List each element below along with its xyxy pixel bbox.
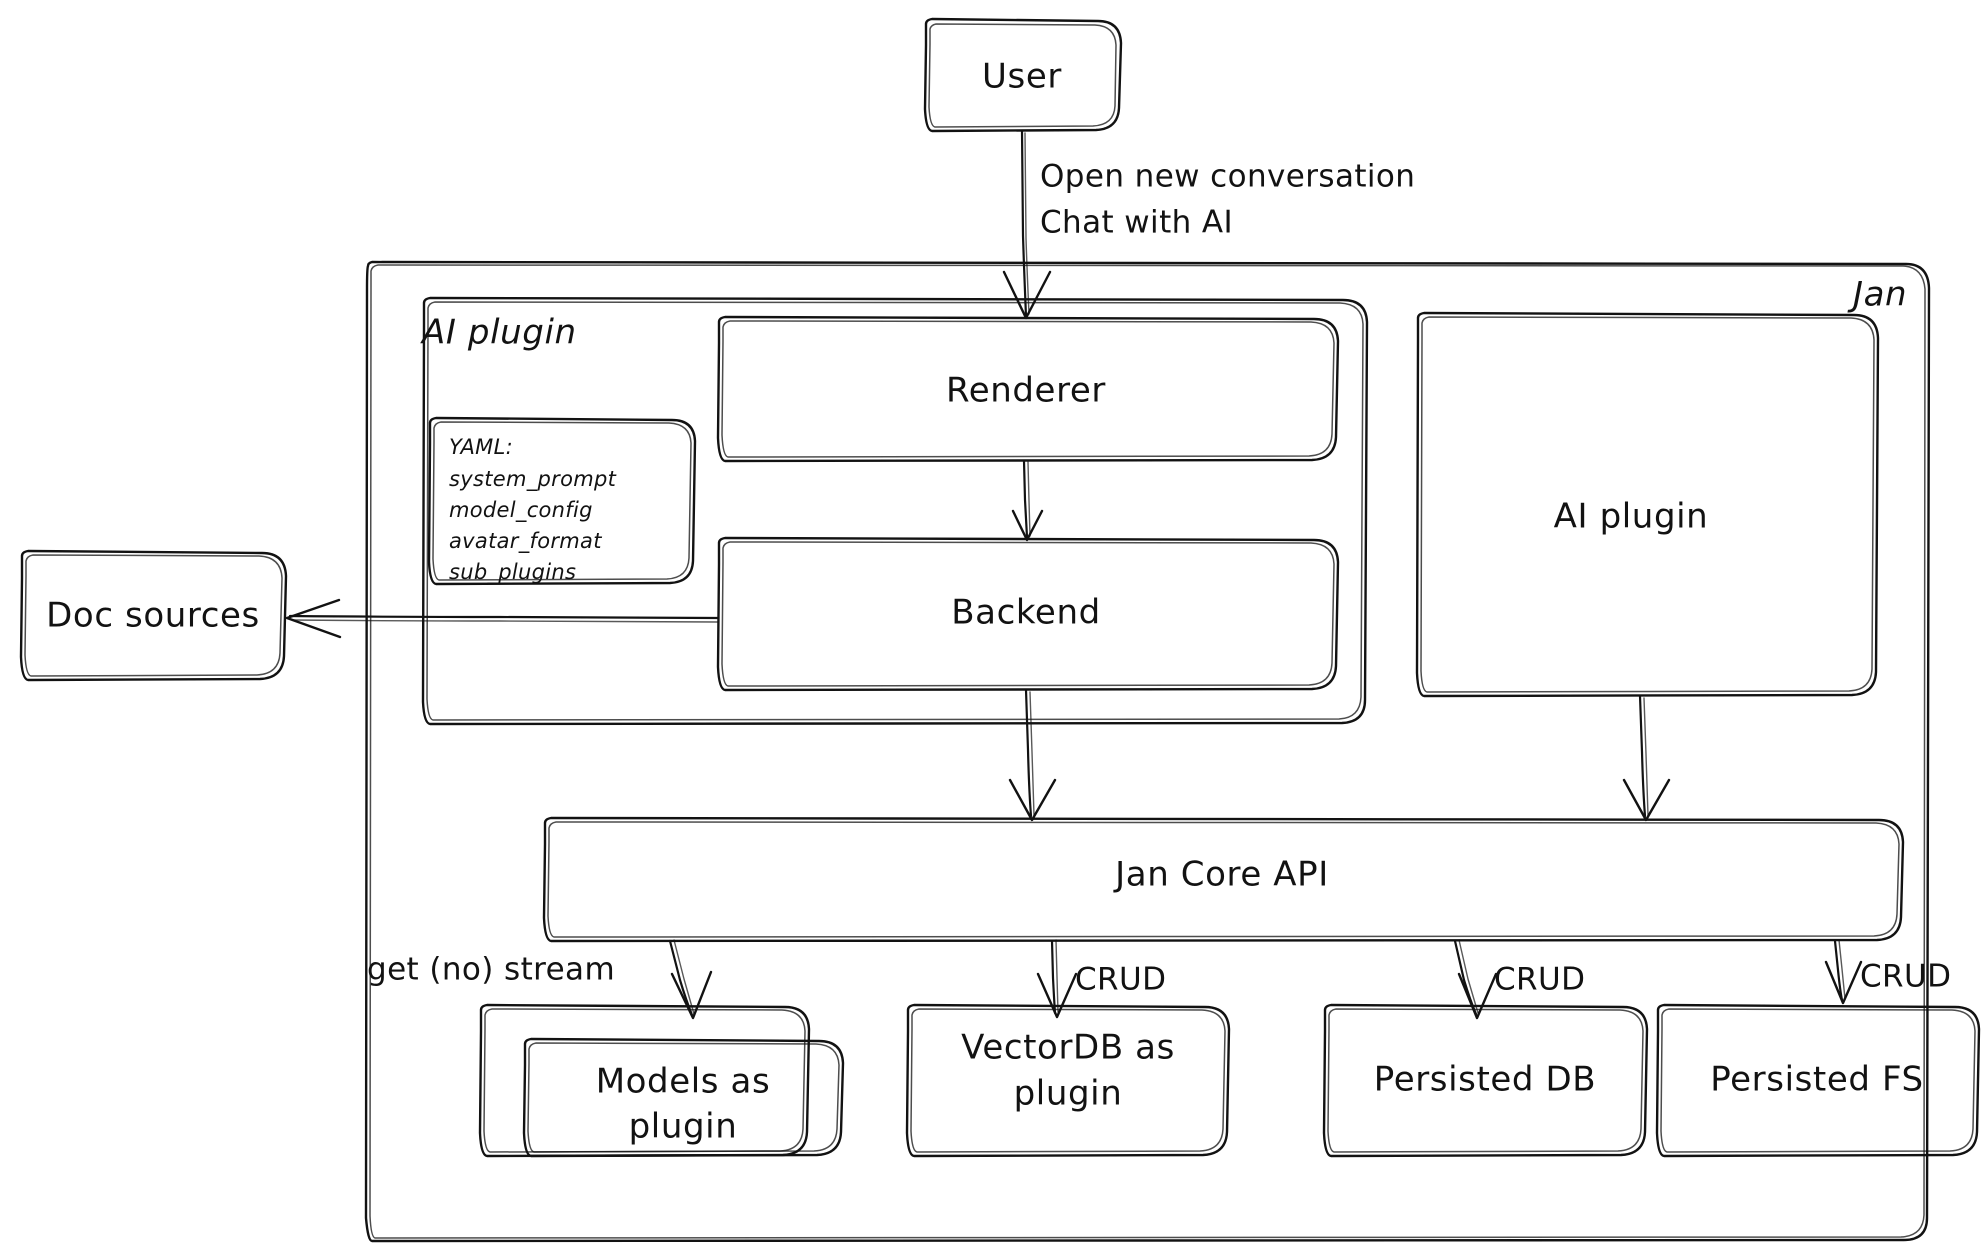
- edge-ai-plugin-to-jan-core-api: [1622, 694, 1671, 822]
- node-doc-sources-label: Doc sources: [46, 596, 260, 636]
- node-vectordb-as-plugin-label-line1: VectorDB as: [961, 1028, 1175, 1068]
- node-ai-plugin-label: AI plugin: [1554, 497, 1709, 537]
- node-persisted-db[interactable]: Persisted DB: [1322, 1003, 1649, 1158]
- container-jan-label: Jan: [1847, 275, 1907, 315]
- edge-backend-to-jan-core-api: [1008, 688, 1057, 822]
- yaml-item-model-config: model_config: [449, 498, 593, 523]
- node-backend[interactable]: Backend: [716, 536, 1340, 692]
- node-user-label: User: [982, 57, 1062, 97]
- node-persisted-fs[interactable]: Persisted FS: [1655, 1003, 1981, 1158]
- node-persisted-db-label: Persisted DB: [1374, 1060, 1596, 1100]
- node-models-as-plugin-label-line2: plugin: [629, 1107, 738, 1147]
- node-models-as-plugin-label-line1: Models as: [596, 1062, 771, 1102]
- node-jan-core-api-label: Jan Core API: [1113, 855, 1329, 895]
- node-renderer-label: Renderer: [946, 371, 1106, 411]
- edge-label-crud-vectordb: CRUD: [1075, 962, 1166, 998]
- container-ai-plugin-group: AI plugin: [420, 296, 1369, 726]
- edge-label-user-to-renderer-line2: Chat with AI: [1040, 205, 1233, 241]
- edge-jan-core-api-to-persisted-fs: CRUD: [1824, 939, 1951, 1005]
- node-ai-plugin[interactable]: AI plugin: [1415, 311, 1880, 698]
- edge-renderer-to-backend: [1011, 459, 1044, 542]
- yaml-item-avatar-format: avatar_format: [449, 529, 602, 554]
- node-backend-label: Backend: [951, 593, 1101, 633]
- edge-label-user-to-renderer-line1: Open new conversation: [1040, 159, 1415, 195]
- container-ai-plugin-group-label: AI plugin: [420, 313, 577, 353]
- edge-label-get-no-stream: get (no) stream: [367, 952, 615, 988]
- container-jan: Jan: [364, 260, 1931, 1243]
- yaml-item-system-prompt: system_prompt: [449, 467, 617, 492]
- node-models-as-plugin[interactable]: Models as plugin: [478, 1003, 845, 1158]
- edge-jan-core-api-to-vectordb: CRUD: [1036, 939, 1166, 1019]
- yaml-item-sub-plugins: sub_plugins: [449, 560, 576, 585]
- node-jan-core-api[interactable]: Jan Core API: [542, 816, 1905, 943]
- node-doc-sources[interactable]: Doc sources: [19, 549, 288, 682]
- edge-label-crud-persisted-fs: CRUD: [1860, 959, 1951, 995]
- node-vectordb-as-plugin-label-line2: plugin: [1014, 1074, 1123, 1114]
- edge-label-crud-persisted-db: CRUD: [1494, 962, 1585, 998]
- card-yaml-config: YAML: system_prompt model_config avatar_…: [427, 416, 697, 586]
- edge-jan-core-api-to-models: get (no) stream: [367, 939, 713, 1020]
- edge-jan-core-api-to-persisted-db: CRUD: [1453, 939, 1585, 1020]
- edge-backend-to-doc-sources: [285, 598, 720, 639]
- edge-user-to-renderer: Open new conversation Chat with AI: [1002, 129, 1415, 320]
- node-vectordb-as-plugin[interactable]: VectorDB as plugin: [905, 1003, 1231, 1158]
- yaml-title: YAML:: [449, 435, 513, 459]
- node-renderer[interactable]: Renderer: [716, 315, 1340, 463]
- node-persisted-fs-label: Persisted FS: [1710, 1060, 1923, 1100]
- node-user[interactable]: User: [923, 17, 1123, 133]
